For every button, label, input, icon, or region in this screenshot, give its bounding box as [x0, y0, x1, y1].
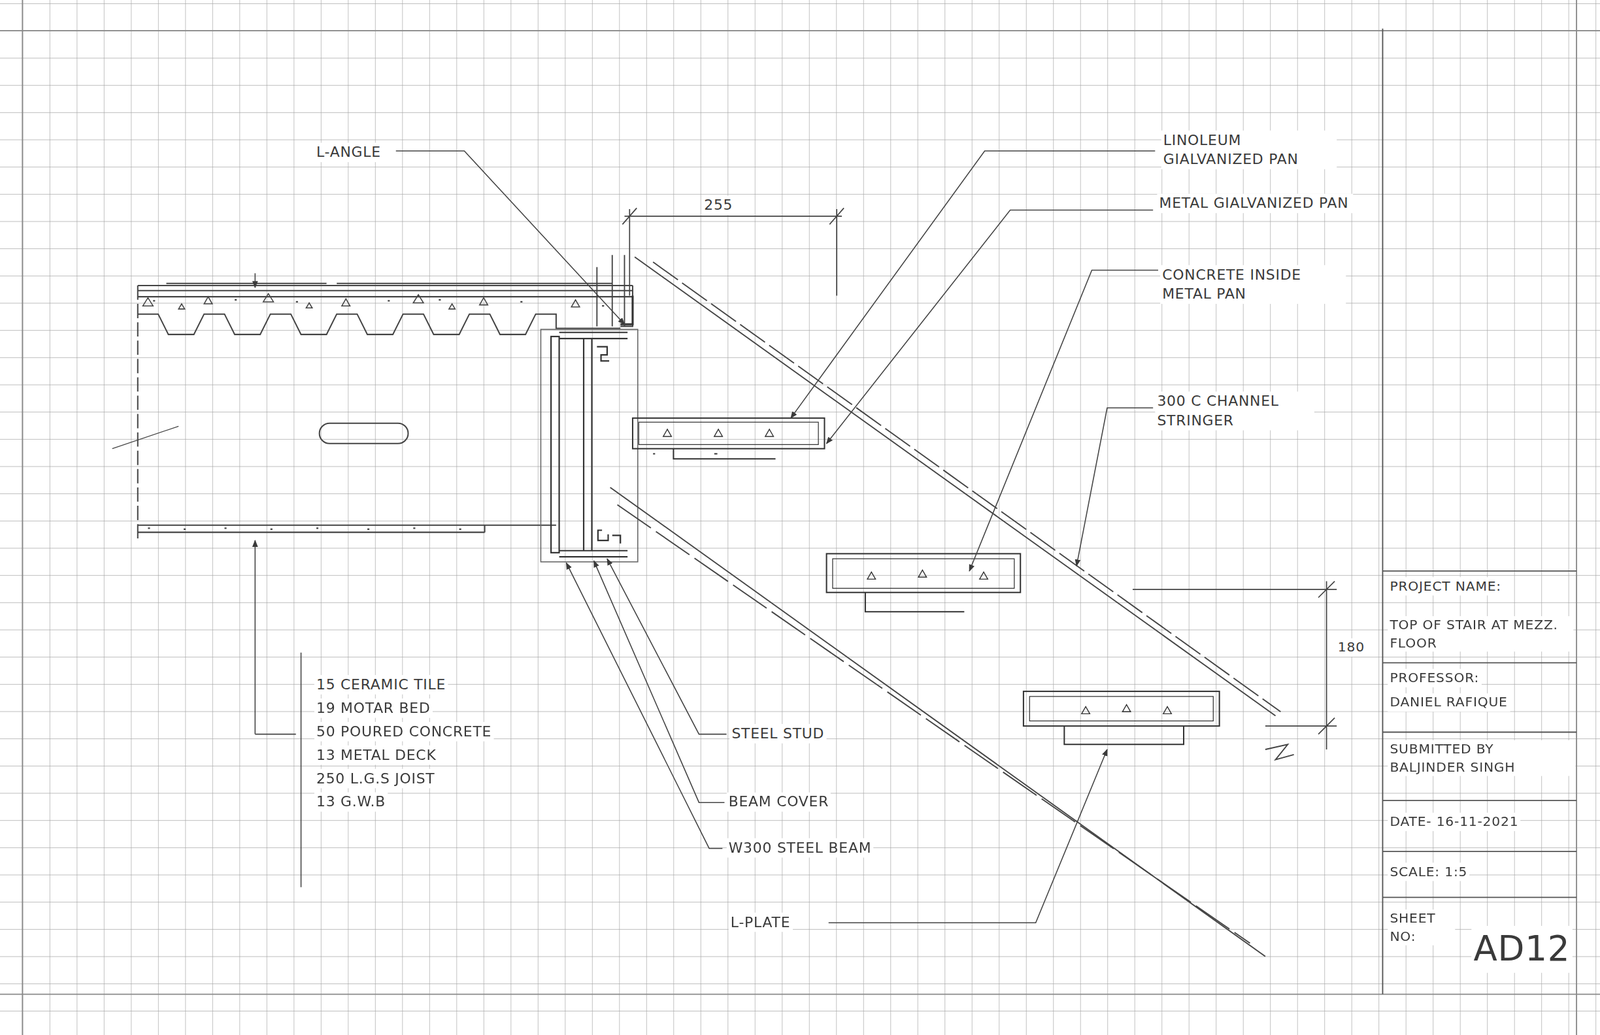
sheet-number: AD12 [1471, 926, 1572, 974]
title-block-text: TOP OF STAIR AT MEZZ. FLOOR [1387, 616, 1574, 653]
title-block-text: SHEET NO: [1387, 909, 1455, 946]
title-block-text: SCALE: 1:5 [1387, 862, 1470, 881]
part-label: W300 STEEL BEAM [726, 838, 874, 858]
part-label: CONCRETE INSIDE METAL PAN [1160, 265, 1346, 304]
layer-note: 13 METAL DECK [314, 745, 439, 765]
layer-note: 250 L.G.S JOIST [314, 769, 438, 789]
layer-note: 13 G.W.B [314, 792, 388, 812]
part-label: BEAM COVER [726, 792, 832, 812]
title-block-text: DANIEL RAFIQUE [1387, 693, 1510, 712]
title-block-text: PROFESSOR: [1387, 669, 1482, 687]
layer-note: 15 CERAMIC TILE [314, 675, 448, 695]
part-label: L-ANGLE [314, 142, 384, 162]
part-label: METAL GIALVANIZED PAN [1156, 194, 1353, 214]
leader-lines [254, 150, 1159, 923]
part-label: L-PLATE [728, 913, 793, 933]
dimension-text: 180 [1335, 638, 1367, 657]
layer-note: 50 POURED CONCRETE [314, 722, 494, 742]
title-block-text: SUBMITTED BY BALJINDER SINGH [1387, 740, 1576, 777]
dimension-text: 255 [701, 196, 735, 216]
steel-beam [540, 296, 638, 563]
title-block-text: DATE- 16-11-2021 [1387, 813, 1521, 831]
stair-treads [632, 418, 1220, 745]
stair-stringer [596, 254, 1294, 957]
title-block [1382, 28, 1577, 995]
part-label: STEEL STUD [729, 724, 827, 744]
part-label: 300 C CHANNEL STRINGER [1154, 391, 1315, 431]
floor-slab [112, 283, 633, 539]
title-block-text: PROJECT NAME: [1387, 577, 1504, 595]
layer-note: 19 MOTAR BED [314, 698, 433, 718]
part-label: LINOLEUM GIALVANIZED PAN [1161, 130, 1338, 170]
